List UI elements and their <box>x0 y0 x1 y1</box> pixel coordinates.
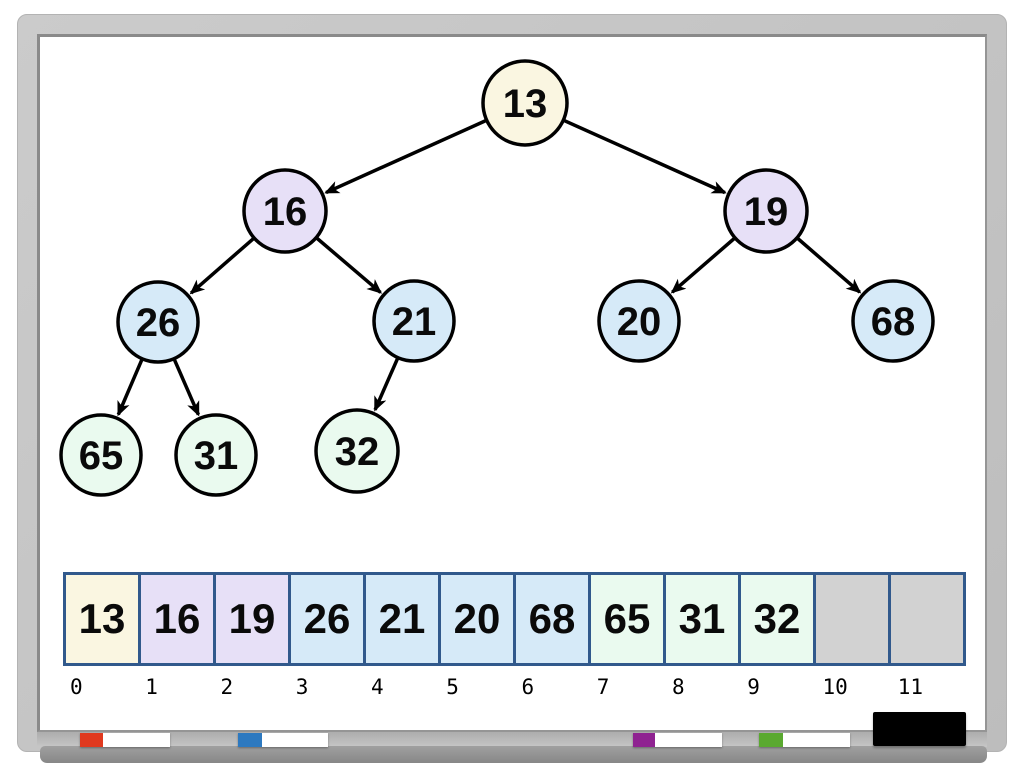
array-cell-5: 20 <box>438 575 513 663</box>
array-cell-value: 13 <box>78 595 126 642</box>
array-cell-7: 65 <box>588 575 663 663</box>
array-cell-value: 21 <box>378 595 426 642</box>
array-cell-6: 68 <box>513 575 588 663</box>
array-cell-9: 32 <box>738 575 813 663</box>
heap-array: 13 16 19 26 21 20 68 65 31 32 <box>63 572 966 666</box>
blue-marker-body <box>262 733 328 747</box>
array-cell-value: 20 <box>453 595 501 642</box>
eraser <box>873 712 966 746</box>
green-marker <box>759 733 850 747</box>
array-cell-value: 19 <box>228 595 276 642</box>
green-marker-body <box>783 733 850 747</box>
array-cell-value: 31 <box>678 595 726 642</box>
array-cell-8: 31 <box>663 575 738 663</box>
red-marker-cap <box>80 733 103 747</box>
array-index-label-1: 1 <box>145 675 158 699</box>
array-index-label-6: 6 <box>521 675 535 699</box>
array-cell-0: 13 <box>66 575 138 663</box>
array-cell-value: 32 <box>753 595 801 642</box>
purple-marker-cap <box>633 733 655 747</box>
array-index-label-3: 3 <box>295 675 309 699</box>
heap-array-indices: 0 1 2 3 4 5 6 7 8 9 10 11 <box>63 675 966 699</box>
array-cell-4: 21 <box>363 575 438 663</box>
green-marker-cap <box>759 733 783 747</box>
marker-tray <box>40 746 987 763</box>
array-index-label-11: 11 <box>897 675 924 699</box>
array-index-label-0: 0 <box>70 675 83 699</box>
array-cell-10 <box>813 575 888 663</box>
array-index-label-10: 10 <box>822 675 848 699</box>
array-cell-11 <box>888 575 963 663</box>
array-cell-value: 26 <box>303 595 351 642</box>
array-cell-1: 16 <box>138 575 213 663</box>
purple-marker <box>633 733 722 747</box>
array-index-label-5: 5 <box>446 675 459 699</box>
array-cell-value: 65 <box>603 595 651 642</box>
red-marker <box>80 733 170 747</box>
array-cell-value: 68 <box>528 595 576 642</box>
blue-marker <box>238 733 328 747</box>
array-index-label-4: 4 <box>371 675 384 699</box>
array-index-label-9: 9 <box>747 675 760 699</box>
array-index-label-2: 2 <box>220 675 234 699</box>
array-cell-3: 26 <box>288 575 363 663</box>
blue-marker-cap <box>238 733 262 747</box>
purple-marker-body <box>655 733 722 747</box>
array-index-label-7: 7 <box>596 675 610 699</box>
array-index-label-8: 8 <box>672 675 685 699</box>
array-cell-value: 16 <box>153 595 201 642</box>
red-marker-body <box>103 733 170 747</box>
array-cell-2: 19 <box>213 575 288 663</box>
